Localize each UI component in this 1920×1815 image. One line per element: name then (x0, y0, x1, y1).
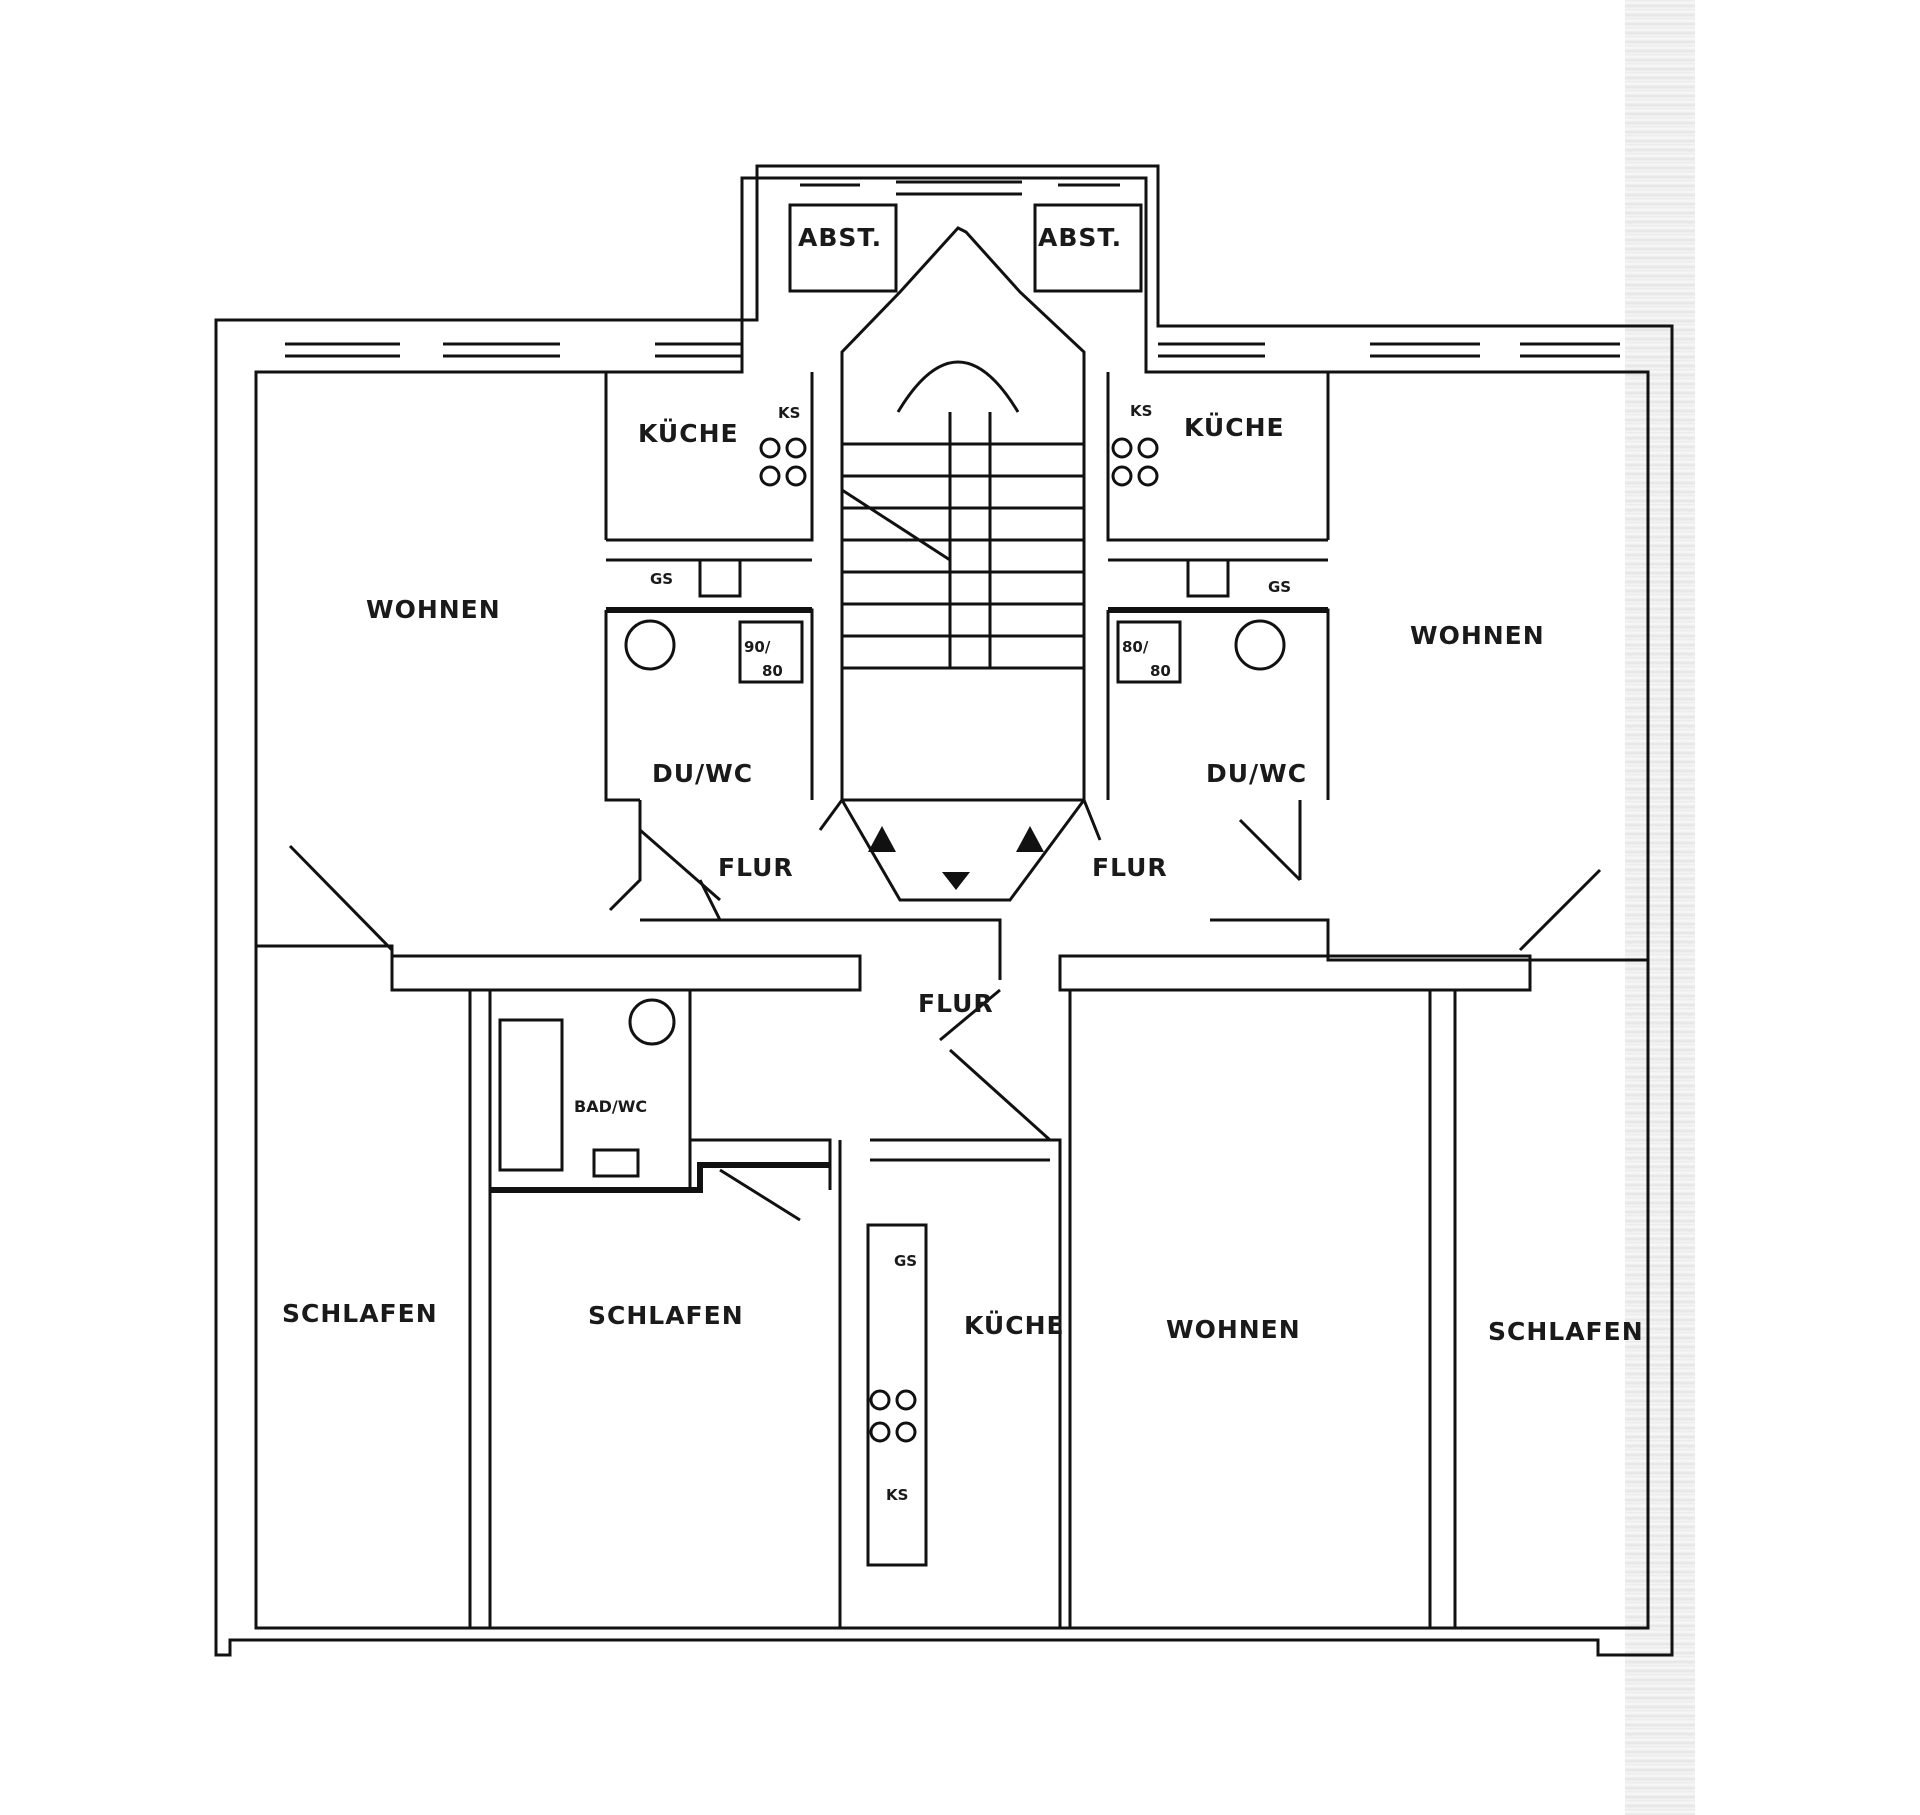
room-label-abst-right: ABST. (1038, 223, 1122, 252)
room-label-abst-left: ABST. (798, 223, 882, 252)
shower-size-right-line2: 80 (1150, 662, 1171, 680)
room-label-schlafen-right: SCHLAFEN (1488, 1317, 1644, 1346)
room-label-kueche-bottom: KÜCHE (964, 1310, 1065, 1340)
shower-size-left-line1: 90/ (744, 638, 771, 656)
room-label-duwc-right: DU/WC (1206, 759, 1307, 788)
room-label-flur-right: FLUR (1092, 853, 1168, 882)
fixture-gs-top-right: GS (1268, 578, 1291, 596)
room-label-duwc-left: DU/WC (652, 759, 753, 788)
room-label-badwc: BAD/WC (574, 1097, 647, 1116)
thick-walls (490, 607, 1328, 1193)
room-label-wohnen-top-right: WOHNEN (1410, 621, 1545, 650)
room-label-flur-left: FLUR (718, 853, 794, 882)
room-label-wohnen-top-left: WOHNEN (366, 595, 501, 624)
room-label-kueche-top-left: KÜCHE (638, 418, 739, 448)
room-label-schlafen-left: SCHLAFEN (282, 1299, 438, 1328)
shower-size-left-line2: 80 (762, 662, 783, 680)
fixture-gs-bottom: GS (894, 1252, 917, 1270)
shower-size-right-line1: 80/ (1122, 638, 1149, 656)
stair-arrows (868, 826, 1044, 890)
walls (214, 164, 1674, 1657)
room-label-flur-center: FLUR (918, 989, 994, 1018)
fixture-ks-top-right: KS (1130, 402, 1152, 420)
fixture-gs-top-left: GS (650, 570, 673, 588)
fixture-ks-top-left: KS (778, 404, 800, 422)
scan-shadow (1625, 0, 1695, 1815)
fixture-ks-bottom: KS (886, 1486, 908, 1504)
room-label-wohnen-bottom: WOHNEN (1166, 1315, 1301, 1344)
room-label-kueche-top-right: KÜCHE (1184, 412, 1285, 442)
room-label-schlafen-mid: SCHLAFEN (588, 1301, 744, 1330)
